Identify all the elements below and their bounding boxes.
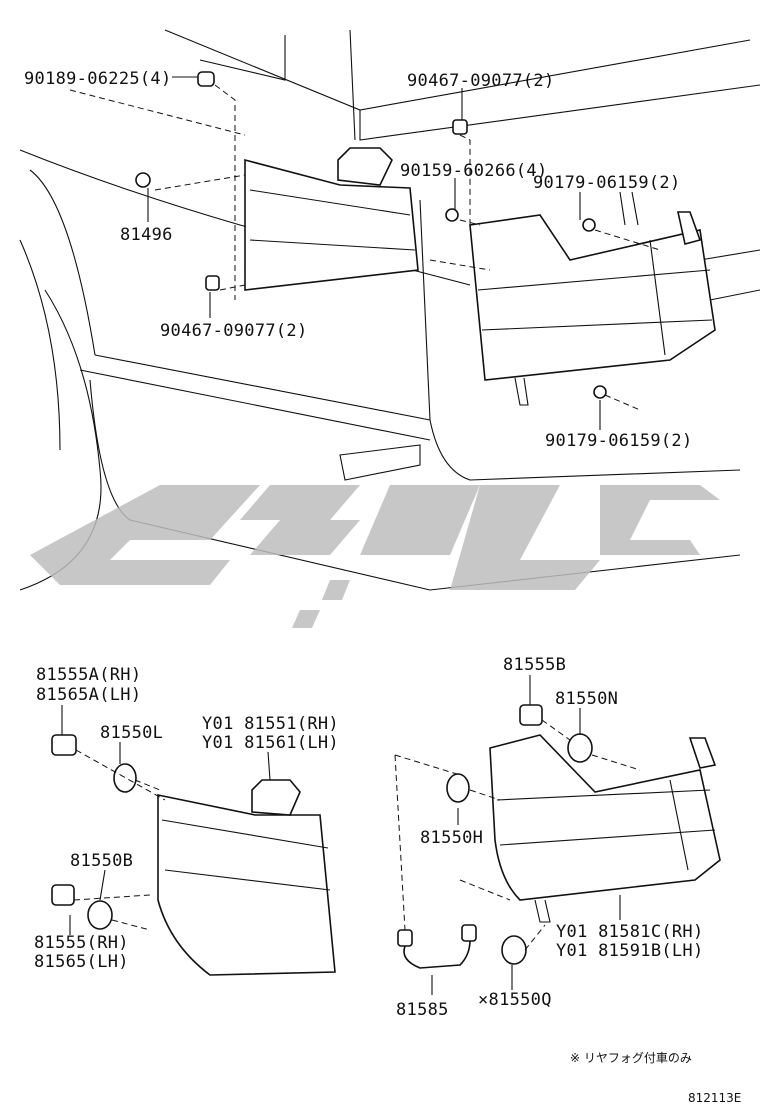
part-label: 81565A(LH): [36, 685, 141, 705]
part-label: 81555(RH): [34, 933, 129, 953]
part-label: ×81550Q: [478, 990, 552, 1010]
clip-part: [452, 119, 468, 135]
part-label: 90179-06159(2): [533, 173, 681, 193]
lower-left-bulbs: [51, 734, 137, 930]
watermark-logo: [30, 485, 720, 628]
screw-part: [582, 218, 596, 232]
lower-left-leaders: [61, 705, 271, 935]
part-label: Y01 81581C(RH): [556, 922, 704, 942]
part-label: 90189-06225(4): [24, 69, 172, 89]
part-label: Y01 81591B(LH): [556, 941, 704, 961]
lower-right-wire-harness: [397, 924, 477, 969]
part-label: 81496: [120, 225, 173, 245]
figure-id: 812113E: [688, 1091, 741, 1105]
clip-part: [205, 275, 220, 291]
part-label: 90159-60266(4): [400, 161, 548, 181]
socket-part: [51, 884, 75, 906]
screw-part: [445, 208, 459, 222]
part-label: 81555A(RH): [36, 665, 141, 685]
upper-right-tail-lamp: [469, 211, 716, 406]
lower-right-bulbs: [446, 704, 593, 965]
lower-left-tail-lamp: [157, 779, 336, 976]
upper-fasteners: [135, 71, 607, 399]
part-label: 81555B: [503, 655, 566, 675]
part-label: 90179-06159(2): [545, 431, 693, 451]
part-label: 81550B: [70, 851, 133, 871]
part-label: 81585: [396, 1000, 449, 1020]
bulb-part: [446, 773, 470, 803]
screw-part: [593, 385, 607, 399]
upper-label-leaders: [147, 76, 639, 430]
part-label: 81565(LH): [34, 952, 129, 972]
part-label: 90467-09077(2): [160, 321, 308, 341]
bulb-part: [501, 935, 527, 965]
bulb-part: [567, 733, 593, 763]
lower-right-tail-lamp: [489, 734, 721, 923]
lower-right-leaders: [394, 675, 641, 995]
clip-part: [197, 71, 215, 87]
footnote: ※ リヤフォグ付車のみ: [570, 1051, 692, 1065]
bulb-part: [113, 763, 137, 793]
upper-leader-lines: [69, 84, 661, 411]
bulb-part: [87, 900, 113, 930]
part-label: 90467-09077(2): [407, 71, 555, 91]
part-label: 81550L: [100, 723, 163, 743]
part-label: Y01 81551(RH): [202, 714, 339, 734]
part-label: Y01 81561(LH): [202, 733, 339, 753]
socket-part: [51, 734, 77, 756]
upper-left-tail-lamp: [244, 147, 419, 291]
part-label: 81550H: [420, 828, 483, 848]
grommet-part: [135, 172, 151, 188]
part-label: 81550N: [555, 689, 618, 709]
socket-part: [519, 704, 543, 726]
